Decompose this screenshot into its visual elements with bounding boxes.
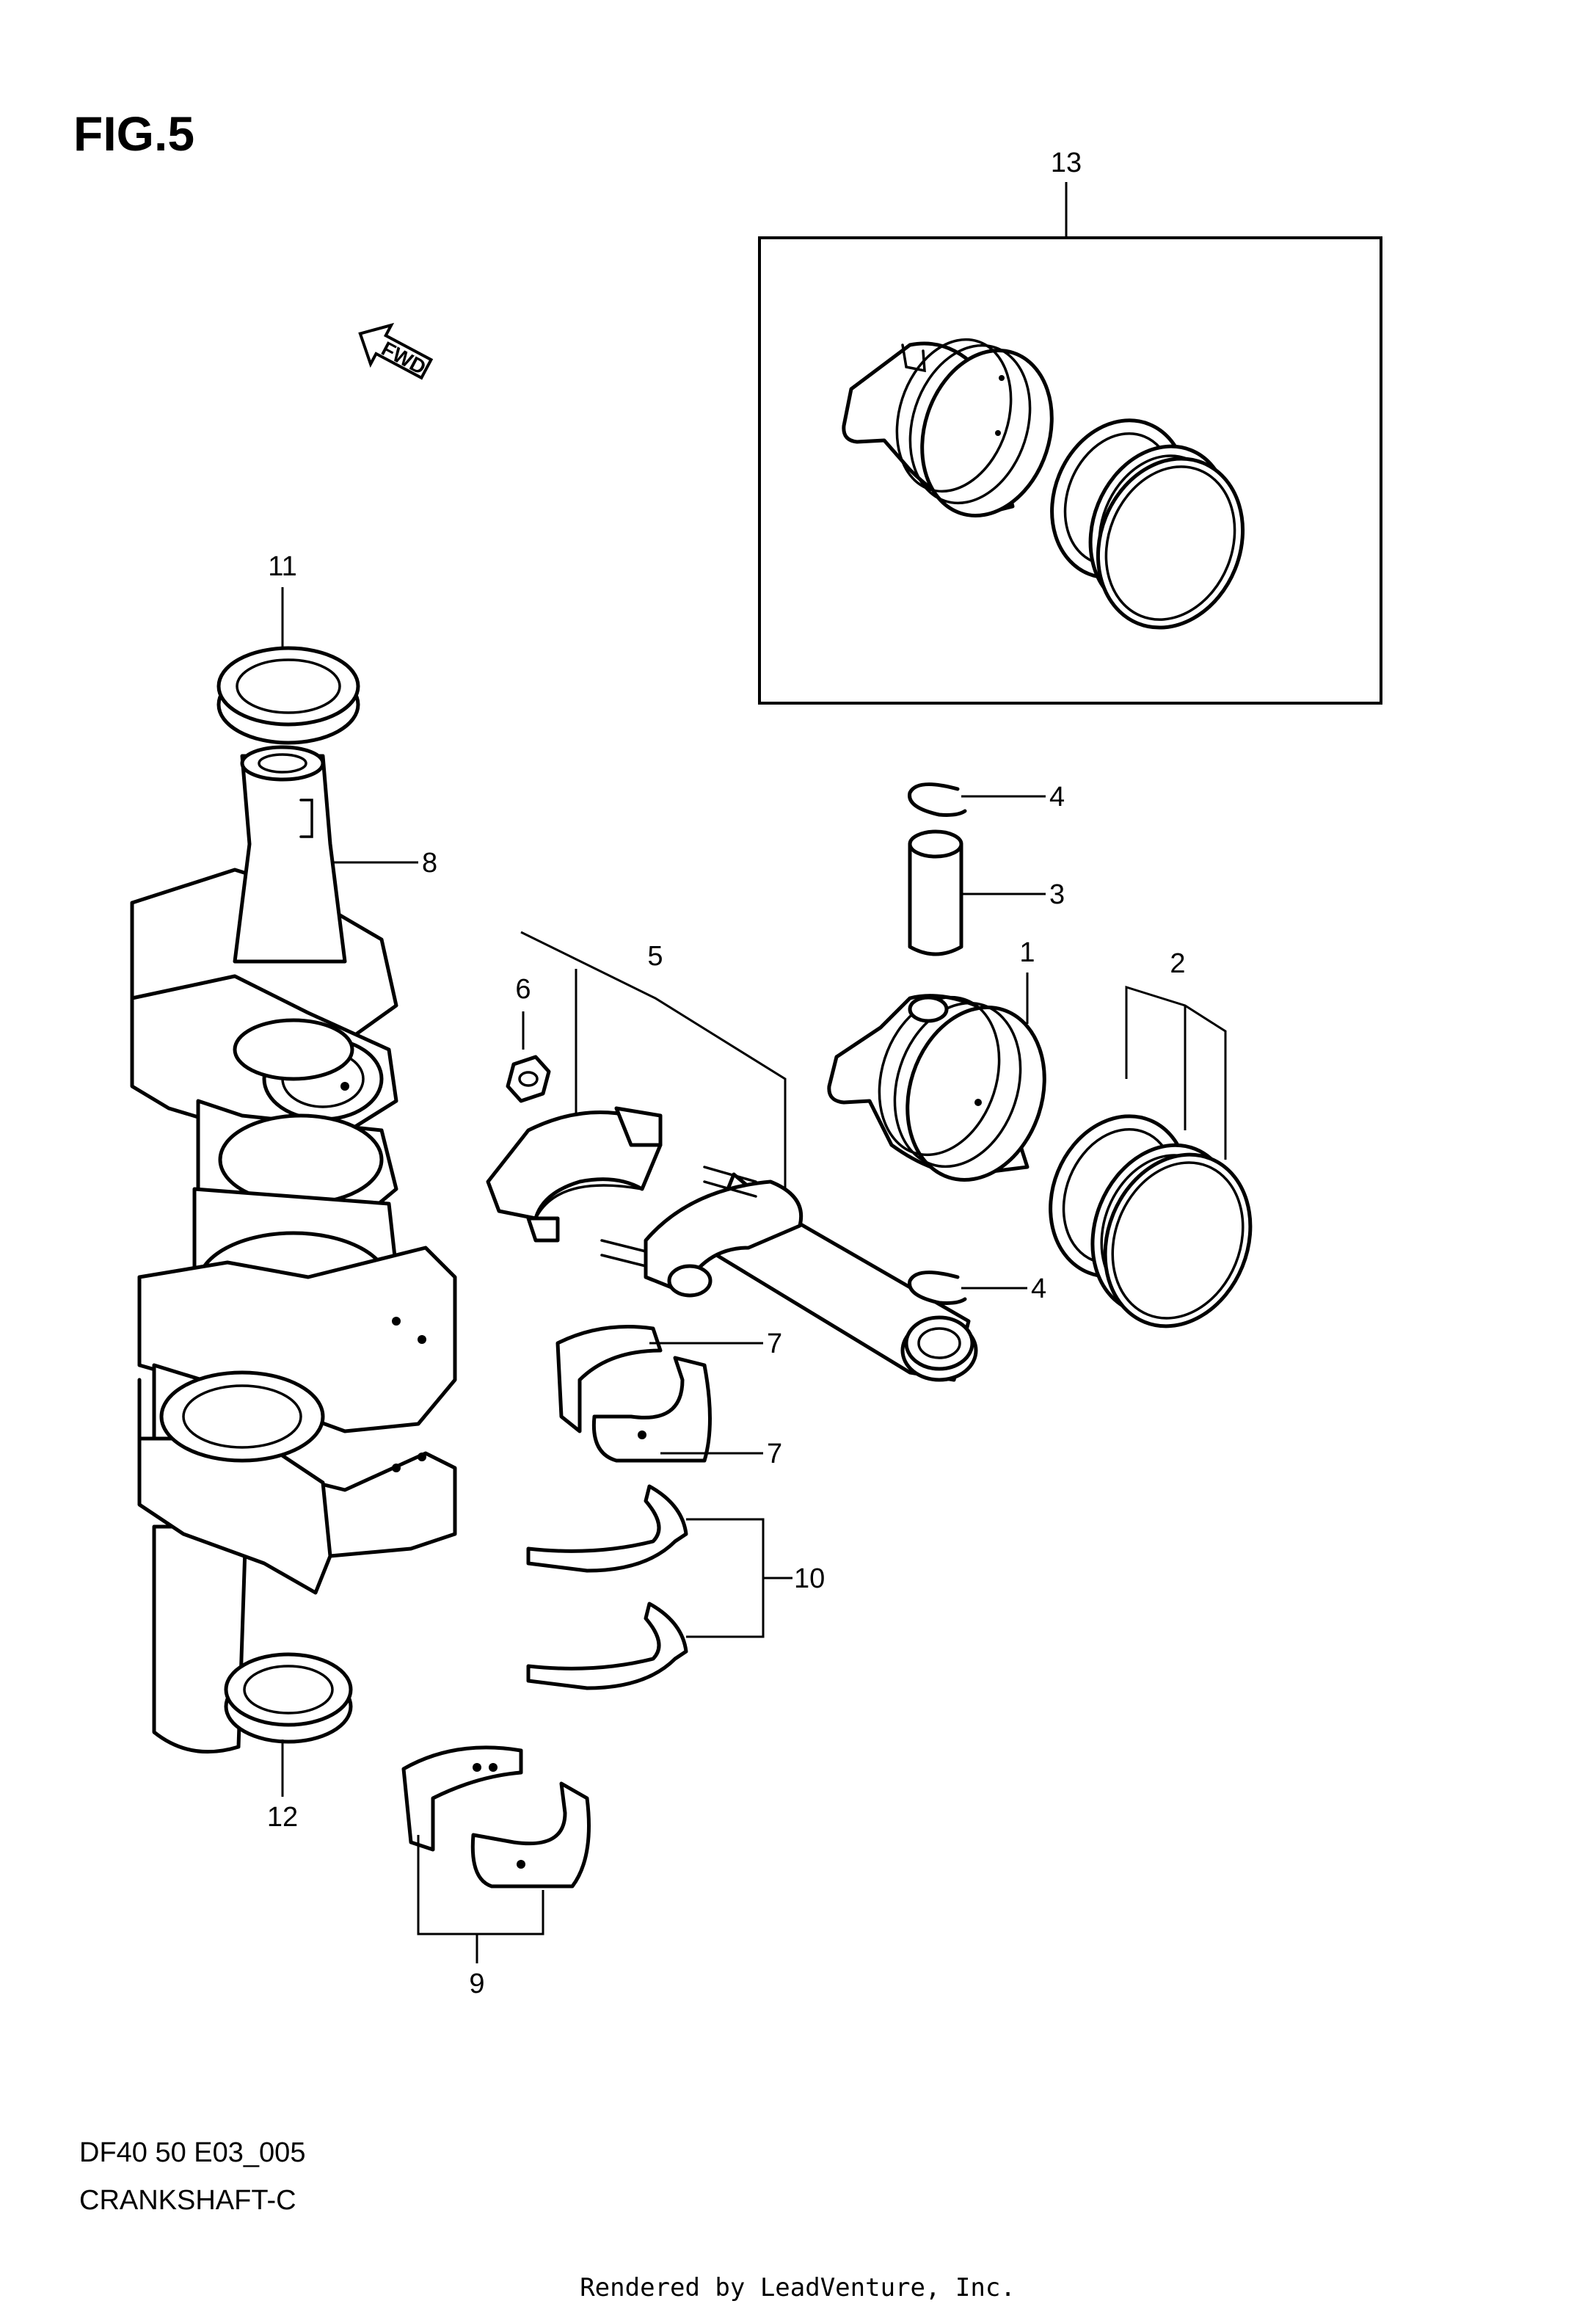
crankshaft[interactable] [130, 745, 457, 1754]
figure-title: FIG.5 [73, 106, 194, 161]
svg-text:1: 1 [1019, 937, 1035, 968]
svg-text:10: 10 [794, 1563, 825, 1594]
forward-arrow-icon: FWD [358, 322, 434, 380]
main-bearing-upper[interactable] [401, 1745, 523, 1852]
piston-pin-snap-ring-lower[interactable] [908, 1270, 967, 1305]
conrod-bearing-upper[interactable] [555, 1325, 663, 1433]
conrod-nut[interactable] [506, 1055, 551, 1103]
piston[interactable] [827, 981, 1066, 1198]
diagram-name: CRANKSHAFT-C [79, 2185, 296, 2216]
svg-text:7: 7 [767, 1439, 782, 1469]
svg-text:5: 5 [647, 941, 663, 972]
callout-4-upper[interactable]: 4 [961, 782, 1065, 813]
render-credit: Rendered by LeadVenture, Inc. [580, 2273, 1016, 2302]
callout-9[interactable]: 9 [417, 1835, 544, 1999]
thrust-washer-lower[interactable] [526, 1602, 688, 1690]
callout-5[interactable]: 5 [520, 931, 787, 1211]
callout-7-lower[interactable]: 7 [660, 1439, 782, 1469]
conrod-bearing-lower[interactable] [591, 1356, 712, 1463]
callout-13[interactable]: 13 [1051, 148, 1082, 238]
diagram-code: DF40 50 E03_005 [79, 2137, 305, 2168]
svg-text:9: 9 [469, 1969, 484, 1999]
piston-pin[interactable] [908, 829, 963, 956]
callout-1[interactable]: 1 [1019, 937, 1035, 1024]
upper-oil-seal[interactable] [216, 646, 360, 745]
piston-rings[interactable] [1027, 1095, 1275, 1348]
svg-text:2: 2 [1170, 948, 1185, 979]
conrod-cap[interactable] [486, 1106, 663, 1243]
callout-8[interactable]: 8 [334, 848, 437, 879]
piston-pin-snap-ring-upper[interactable] [908, 782, 967, 817]
svg-text:4: 4 [1049, 782, 1065, 813]
lower-oil-seal[interactable] [224, 1652, 353, 1744]
callout-6[interactable]: 6 [515, 974, 531, 1050]
callout-10[interactable]: 10 [686, 1518, 825, 1638]
svg-text:6: 6 [515, 974, 531, 1005]
connecting-rod[interactable] [600, 1166, 978, 1382]
main-bearing-lower[interactable] [470, 1781, 591, 1889]
callout-11[interactable]: 11 [268, 551, 297, 650]
fwd-label: FWD [378, 337, 430, 379]
callout-2[interactable]: 2 [1125, 948, 1227, 1160]
svg-text:7: 7 [767, 1328, 782, 1359]
callout-3[interactable]: 3 [961, 879, 1065, 910]
kit-piston-rings[interactable] [1029, 400, 1267, 650]
svg-text:3: 3 [1049, 879, 1065, 910]
svg-text:8: 8 [422, 848, 437, 879]
svg-text:13: 13 [1051, 148, 1082, 178]
kit-piston[interactable] [842, 324, 1073, 532]
svg-text:4: 4 [1031, 1273, 1046, 1304]
callout-12[interactable]: 12 [267, 1740, 298, 1833]
svg-text:12: 12 [267, 1802, 298, 1833]
piston-kit-box [758, 236, 1382, 705]
callout-4-lower[interactable]: 4 [961, 1273, 1046, 1304]
thrust-washer-upper[interactable] [526, 1484, 688, 1573]
svg-text:11: 11 [268, 551, 296, 582]
callout-7-upper[interactable]: 7 [649, 1328, 782, 1359]
